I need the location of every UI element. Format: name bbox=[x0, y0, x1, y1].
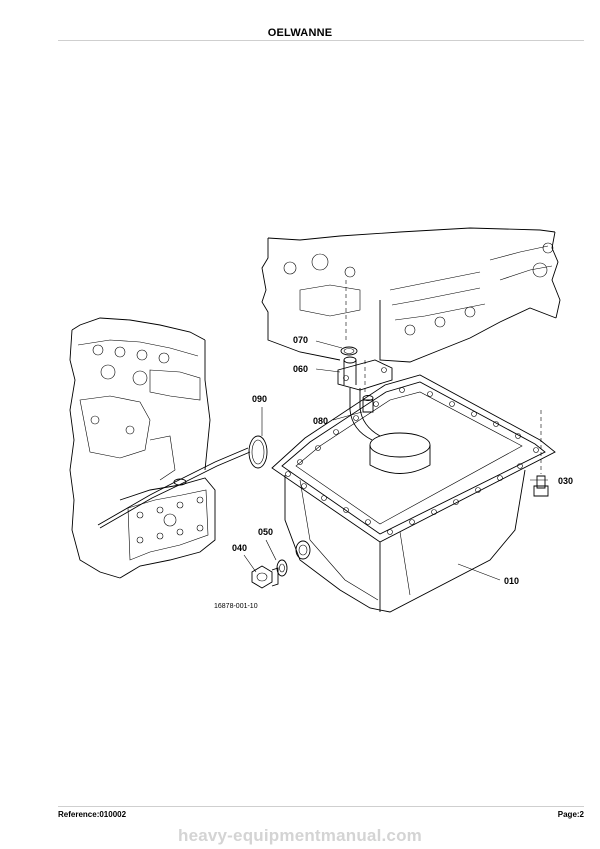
drain-plug-assembly bbox=[251, 559, 288, 589]
engine-block-upper bbox=[261, 227, 561, 395]
callout-030: 030 bbox=[558, 476, 573, 486]
engine-block-left bbox=[69, 317, 216, 579]
leader-lines bbox=[243, 340, 548, 581]
callout-080: 080 bbox=[313, 416, 328, 426]
pan-bolt bbox=[533, 410, 549, 497]
callout-060: 060 bbox=[293, 364, 308, 374]
header-divider bbox=[58, 40, 584, 41]
page-number: Page:2 bbox=[557, 810, 584, 819]
watermark-text: heavy-equipmentmanual.com bbox=[177, 826, 422, 845]
figure-id: 16878-001-10 bbox=[214, 603, 258, 610]
callout-090: 090 bbox=[252, 394, 267, 404]
callout-010: 010 bbox=[504, 576, 519, 586]
reference-label: Reference:010002 bbox=[58, 810, 127, 819]
footer-divider bbox=[58, 806, 584, 807]
callout-070: 070 bbox=[293, 335, 308, 345]
page-title: OELWANNE bbox=[267, 27, 333, 39]
dipstick-guide bbox=[97, 435, 268, 529]
callout-040: 040 bbox=[232, 543, 247, 553]
callout-050: 050 bbox=[258, 527, 273, 537]
oil-strainer-assembly bbox=[337, 346, 431, 474]
oil-pan bbox=[271, 374, 556, 613]
